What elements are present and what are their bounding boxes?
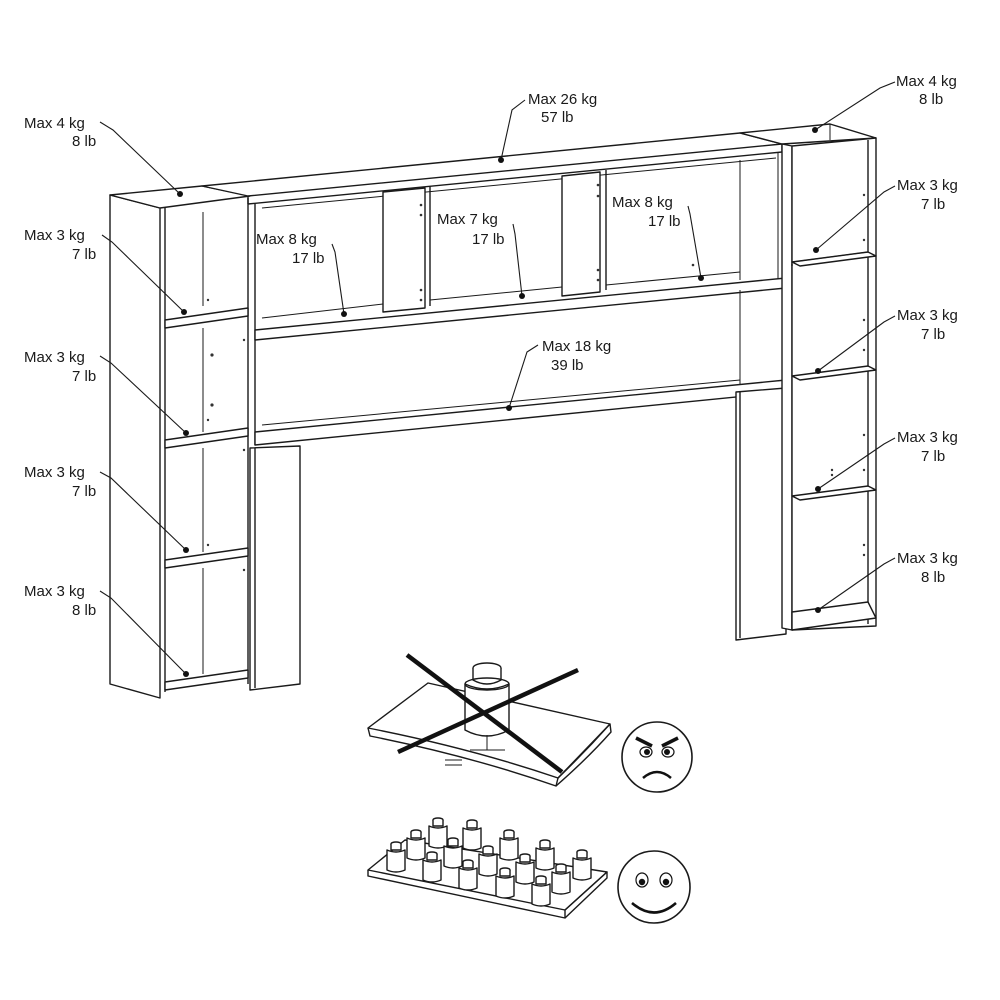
label-right-shelf-3: Max 3 kg 7 lb (897, 429, 958, 465)
svg-text:Max 7 kg: Max 7 kg (437, 211, 498, 228)
label-right-shelf-2: Max 3 kg 7 lb (897, 307, 958, 343)
right-tower (739, 123, 877, 631)
svg-text:17 lb: 17 lb (292, 250, 325, 267)
label-right-shelf-1: Max 3 kg 7 lb (897, 177, 958, 213)
smiling-face-icon (617, 850, 691, 924)
label-right-shelf-4: Max 3 kg 8 lb (897, 550, 958, 586)
bridge-unit (201, 132, 787, 446)
label-left-shelf-4: Max 3 kg 8 lb (24, 583, 96, 619)
svg-text:Max 3 kg: Max 3 kg (897, 550, 958, 567)
svg-text:Max 18 kg: Max 18 kg (542, 338, 611, 355)
svg-text:Max 3 kg: Max 3 kg (24, 464, 85, 481)
svg-text:Max 3 kg: Max 3 kg (897, 307, 958, 324)
label-left-shelf-1: Max 3 kg 7 lb (24, 227, 96, 263)
svg-text:17 lb: 17 lb (472, 231, 505, 248)
svg-text:Max 3 kg: Max 3 kg (24, 227, 85, 244)
svg-text:8 lb: 8 lb (921, 569, 945, 586)
cross-stroke-2 (397, 667, 579, 755)
svg-text:8 lb: 8 lb (72, 602, 96, 619)
svg-text:Max 8 kg: Max 8 kg (612, 194, 673, 211)
label-cubby-center: Max 7 kg 17 lb (437, 211, 505, 248)
label-left-top: Max 4 kg 8 lb (24, 115, 96, 150)
svg-text:Max 4 kg: Max 4 kg (896, 73, 957, 90)
svg-text:7 lb: 7 lb (72, 483, 96, 500)
svg-text:7 lb: 7 lb (72, 368, 96, 385)
right-leg (735, 387, 787, 641)
svg-text:7 lb: 7 lb (72, 246, 96, 263)
label-right-top: Max 4 kg 8 lb (896, 73, 957, 108)
svg-text:Max 26 kg: Max 26 kg (528, 91, 597, 108)
svg-text:7 lb: 7 lb (921, 448, 945, 465)
svg-text:8 lb: 8 lb (72, 133, 96, 150)
label-cubby-left: Max 8 kg 17 lb (256, 231, 325, 267)
svg-text:Max 4 kg: Max 4 kg (24, 115, 85, 132)
svg-text:Max 8 kg: Max 8 kg (256, 231, 317, 248)
label-left-shelf-2: Max 3 kg 7 lb (24, 349, 96, 385)
leader-lines (99, 81, 896, 677)
left-leg (249, 445, 301, 691)
svg-text:8 lb: 8 lb (919, 91, 943, 108)
bad-load-example (367, 653, 612, 787)
label-long-shelf: Max 18 kg 39 lb (542, 338, 611, 374)
svg-text:39 lb: 39 lb (551, 357, 584, 374)
label-cubby-right: Max 8 kg 17 lb (612, 194, 681, 230)
svg-text:17 lb: 17 lb (648, 213, 681, 230)
left-tower (109, 185, 251, 699)
capacity-labels: Max 26 kg 57 lb Max 4 kg 8 lb Max 4 kg 8… (24, 73, 958, 619)
svg-text:7 lb: 7 lb (921, 326, 945, 343)
svg-text:Max 3 kg: Max 3 kg (24, 349, 85, 366)
label-top-center: Max 26 kg 57 lb (528, 91, 597, 126)
svg-text:7 lb: 7 lb (921, 196, 945, 213)
svg-text:Max 3 kg: Max 3 kg (897, 429, 958, 446)
svg-text:Max 3 kg: Max 3 kg (897, 177, 958, 194)
svg-text:Max 3 kg: Max 3 kg (24, 583, 85, 600)
small-weights (386, 817, 592, 907)
label-left-shelf-3: Max 3 kg 7 lb (24, 464, 96, 500)
angry-face-icon (621, 721, 693, 793)
svg-text:57 lb: 57 lb (541, 109, 574, 126)
good-load-example (367, 817, 608, 919)
